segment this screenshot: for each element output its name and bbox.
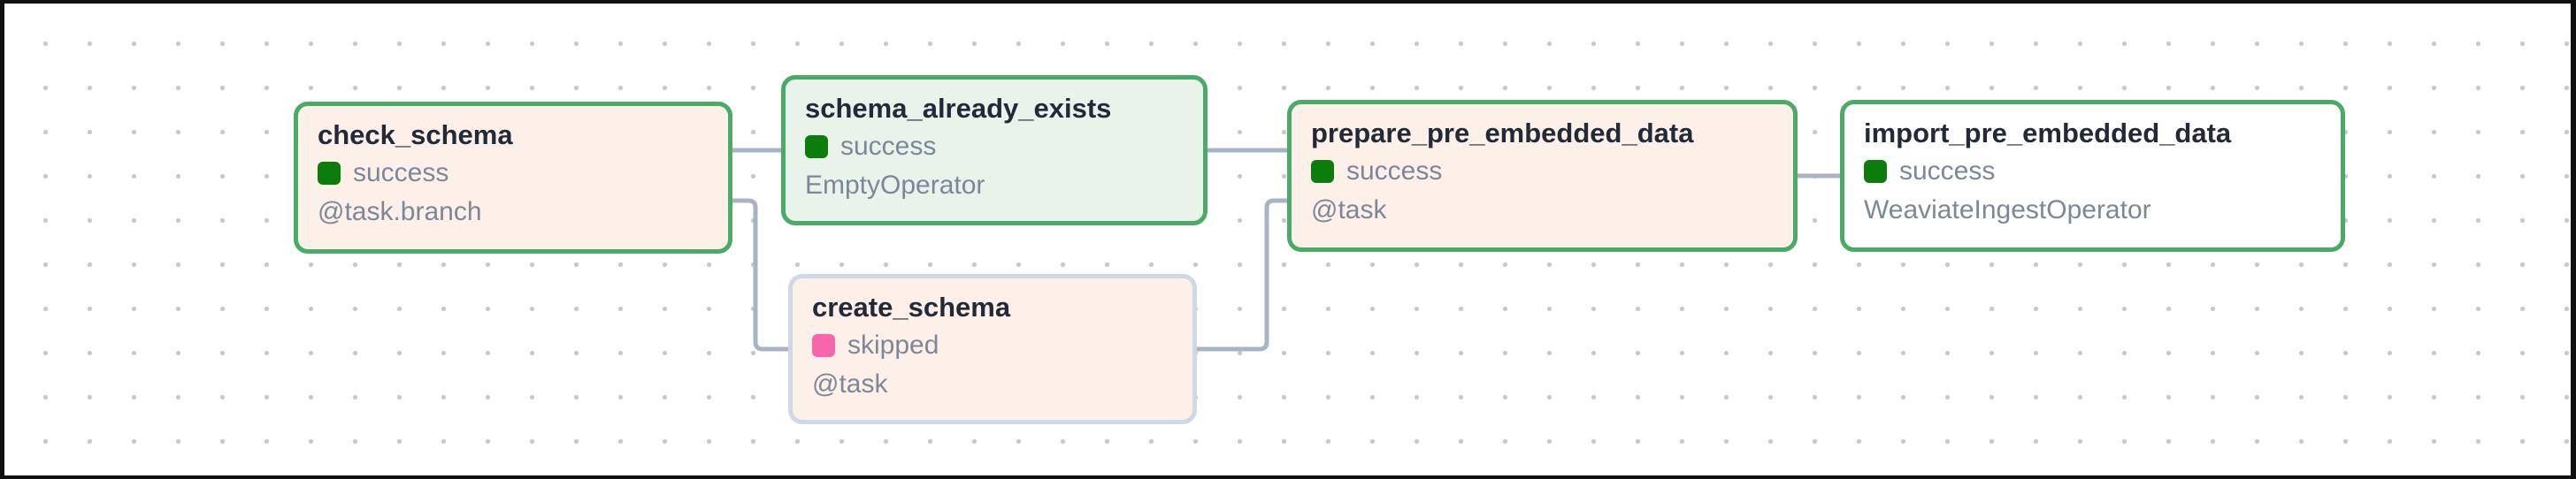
task-state-label: skipped: [847, 331, 939, 360]
task-operator-label: EmptyOperator: [805, 171, 985, 200]
task-status-row: success: [318, 154, 709, 193]
task-state-label: success: [1346, 156, 1443, 186]
task-status-row: success: [1311, 152, 1774, 191]
task-operator-label: @task: [812, 369, 888, 399]
task-status-row: success: [805, 127, 1184, 166]
task-node-schema_already_exists[interactable]: schema_already_exists success EmptyOpera…: [781, 75, 1208, 225]
edge-create_schema-to-prepare_pre_embedded_data: [1192, 198, 1293, 352]
task-title: check_schema: [318, 119, 513, 150]
task-operator-label: @task.branch: [318, 197, 482, 226]
task-state-label: success: [840, 132, 937, 161]
task-title: create_schema: [812, 292, 1011, 323]
task-title: prepare_pre_embedded_data: [1311, 118, 1694, 148]
task-node-prepare_pre_embedded_data[interactable]: prepare_pre_embedded_data success @task: [1287, 100, 1798, 252]
task-node-import_pre_embedded_data[interactable]: import_pre_embedded_data success Weaviat…: [1840, 100, 2345, 252]
task-operator-label: WeaviateIngestOperator: [1864, 195, 2151, 224]
task-state-square-icon: [812, 334, 835, 357]
task-state-label: success: [353, 158, 449, 187]
task-operator-label: @task: [1311, 195, 1387, 224]
task-title: import_pre_embedded_data: [1864, 118, 2232, 148]
task-state-square-icon: [805, 135, 828, 158]
task-node-check_schema[interactable]: check_schema success @task.branch: [294, 102, 732, 254]
task-title: schema_already_exists: [805, 93, 1112, 124]
task-state-square-icon: [318, 162, 341, 185]
task-state-label: success: [1899, 156, 1996, 186]
task-status-row: skipped: [812, 326, 1173, 365]
task-state-square-icon: [1864, 160, 1887, 183]
edge-check_schema-to-create_schema: [730, 198, 794, 352]
task-state-square-icon: [1311, 160, 1334, 183]
task-status-row: success: [1864, 152, 2321, 191]
task-node-create_schema[interactable]: create_schema skipped @task: [788, 274, 1197, 424]
